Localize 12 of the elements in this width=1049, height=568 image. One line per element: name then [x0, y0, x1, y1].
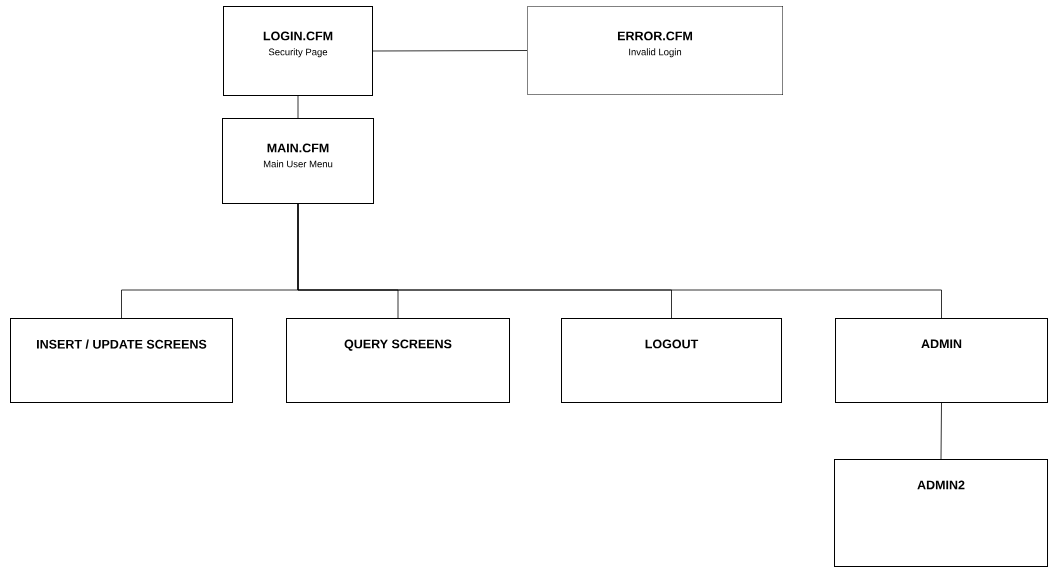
page-box: QUERY SCREENS	[286, 318, 510, 403]
connector-line	[940, 402, 942, 460]
page-box: MAIN.CFM Main User Menu	[222, 118, 374, 204]
page-box: ERROR.CFM Invalid Login	[527, 6, 783, 95]
page-box: ADMIN2	[834, 459, 1048, 567]
page-box: INSERT / UPDATE SCREENS	[10, 318, 233, 403]
connector-line	[297, 95, 299, 119]
page-box: ADMIN	[835, 318, 1048, 403]
page-box: LOGIN.CFM Security Page	[223, 6, 373, 96]
connector-line	[297, 203, 942, 319]
connector-line	[372, 50, 528, 52]
page-box: LOGOUT	[561, 318, 782, 403]
